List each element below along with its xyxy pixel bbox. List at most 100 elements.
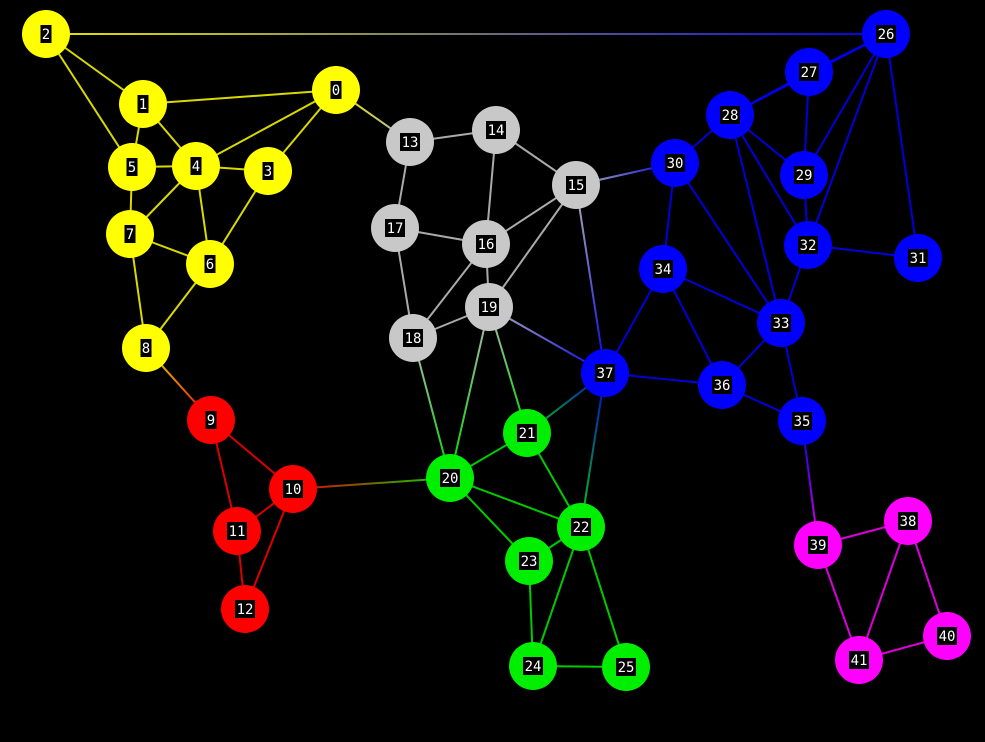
node-label: 13: [402, 135, 419, 151]
node-label: 10: [285, 482, 302, 498]
node-17[interactable]: 17: [371, 204, 419, 252]
node-20[interactable]: 20: [426, 454, 474, 502]
node-label: 37: [597, 366, 614, 382]
node-label: 9: [207, 413, 215, 429]
edge-28-32: [729, 114, 809, 246]
node-10[interactable]: 10: [269, 465, 317, 513]
node-label-background: [523, 657, 543, 675]
node-label: 26: [878, 27, 895, 43]
node-26[interactable]: 26: [862, 10, 910, 58]
node-41[interactable]: 41: [835, 636, 883, 684]
node-label: 23: [521, 554, 538, 570]
edge-28-33: [729, 114, 782, 324]
node-label-background: [517, 424, 537, 442]
node-7[interactable]: 7: [106, 210, 154, 258]
node-label: 38: [900, 514, 917, 530]
node-label: 39: [810, 538, 827, 554]
node-label-background: [205, 411, 217, 429]
node-6[interactable]: 6: [186, 240, 234, 288]
edge-26-29: [803, 33, 887, 176]
node-36[interactable]: 36: [698, 361, 746, 409]
node-label: 20: [442, 471, 459, 487]
node-label-background: [400, 133, 420, 151]
node-label: 4: [192, 159, 200, 175]
node-11[interactable]: 11: [213, 507, 261, 555]
node-label-background: [190, 157, 202, 175]
node-label-background: [330, 81, 342, 99]
node-23[interactable]: 23: [505, 537, 553, 585]
node-label-background: [235, 600, 255, 618]
node-4[interactable]: 4: [172, 142, 220, 190]
node-label-background: [479, 298, 499, 316]
node-31[interactable]: 31: [894, 234, 942, 282]
node-0[interactable]: 0: [312, 66, 360, 114]
node-label: 41: [851, 653, 868, 669]
node-21[interactable]: 21: [503, 409, 551, 457]
node-3[interactable]: 3: [244, 147, 292, 195]
node-label-background: [898, 512, 918, 530]
node-label: 0: [332, 83, 340, 99]
node-14[interactable]: 14: [472, 106, 520, 154]
node-label-background: [712, 376, 732, 394]
node-label: 8: [142, 341, 150, 357]
edge-26-32: [807, 33, 887, 246]
node-layer: 0123456789101112131415161718192021222324…: [22, 10, 971, 691]
node-label: 40: [939, 629, 956, 645]
node-label: 7: [126, 227, 134, 243]
node-30[interactable]: 30: [651, 139, 699, 187]
node-12[interactable]: 12: [221, 585, 269, 633]
node-32[interactable]: 32: [784, 221, 832, 269]
edge-15-37: [575, 184, 606, 374]
node-label-background: [476, 235, 496, 253]
node-label-background: [486, 121, 506, 139]
node-5[interactable]: 5: [108, 143, 156, 191]
node-16[interactable]: 16: [462, 220, 510, 268]
node-9[interactable]: 9: [187, 396, 235, 444]
node-1[interactable]: 1: [119, 80, 167, 128]
node-25[interactable]: 25: [602, 643, 650, 691]
node-15[interactable]: 15: [552, 161, 600, 209]
edge-30-33: [674, 162, 782, 324]
node-22[interactable]: 22: [557, 503, 605, 551]
node-label-background: [440, 469, 460, 487]
node-label-background: [720, 106, 740, 124]
node-label-background: [616, 658, 636, 676]
node-28[interactable]: 28: [706, 91, 754, 139]
node-40[interactable]: 40: [923, 612, 971, 660]
node-label-background: [808, 536, 828, 554]
node-label-background: [792, 412, 812, 430]
node-29[interactable]: 29: [780, 151, 828, 199]
node-label-background: [385, 219, 405, 237]
node-label: 32: [800, 238, 817, 254]
node-label: 3: [264, 164, 272, 180]
node-label-background: [204, 255, 216, 273]
node-label: 29: [796, 168, 813, 184]
node-37[interactable]: 37: [581, 349, 629, 397]
node-24[interactable]: 24: [509, 642, 557, 690]
node-19[interactable]: 19: [465, 283, 513, 331]
node-label-background: [137, 95, 149, 113]
node-label: 17: [387, 221, 404, 237]
node-39[interactable]: 39: [794, 521, 842, 569]
node-label-background: [126, 158, 138, 176]
edge-15-19: [488, 184, 577, 308]
node-label: 11: [229, 524, 246, 540]
node-34[interactable]: 34: [639, 245, 687, 293]
node-label-background: [227, 522, 247, 540]
node-33[interactable]: 33: [757, 299, 805, 347]
node-label-background: [595, 364, 615, 382]
node-label: 15: [568, 178, 585, 194]
node-27[interactable]: 27: [785, 48, 833, 96]
node-35[interactable]: 35: [778, 397, 826, 445]
node-2[interactable]: 2: [22, 10, 70, 58]
node-38[interactable]: 38: [884, 497, 932, 545]
node-8[interactable]: 8: [122, 324, 170, 372]
edge-10-20: [292, 477, 451, 490]
node-13[interactable]: 13: [386, 118, 434, 166]
edge-19-20: [449, 306, 490, 479]
node-label-background: [283, 480, 303, 498]
node-18[interactable]: 18: [389, 314, 437, 362]
edge-18-20: [412, 337, 451, 479]
node-label: 25: [618, 660, 635, 676]
node-label-background: [798, 236, 818, 254]
